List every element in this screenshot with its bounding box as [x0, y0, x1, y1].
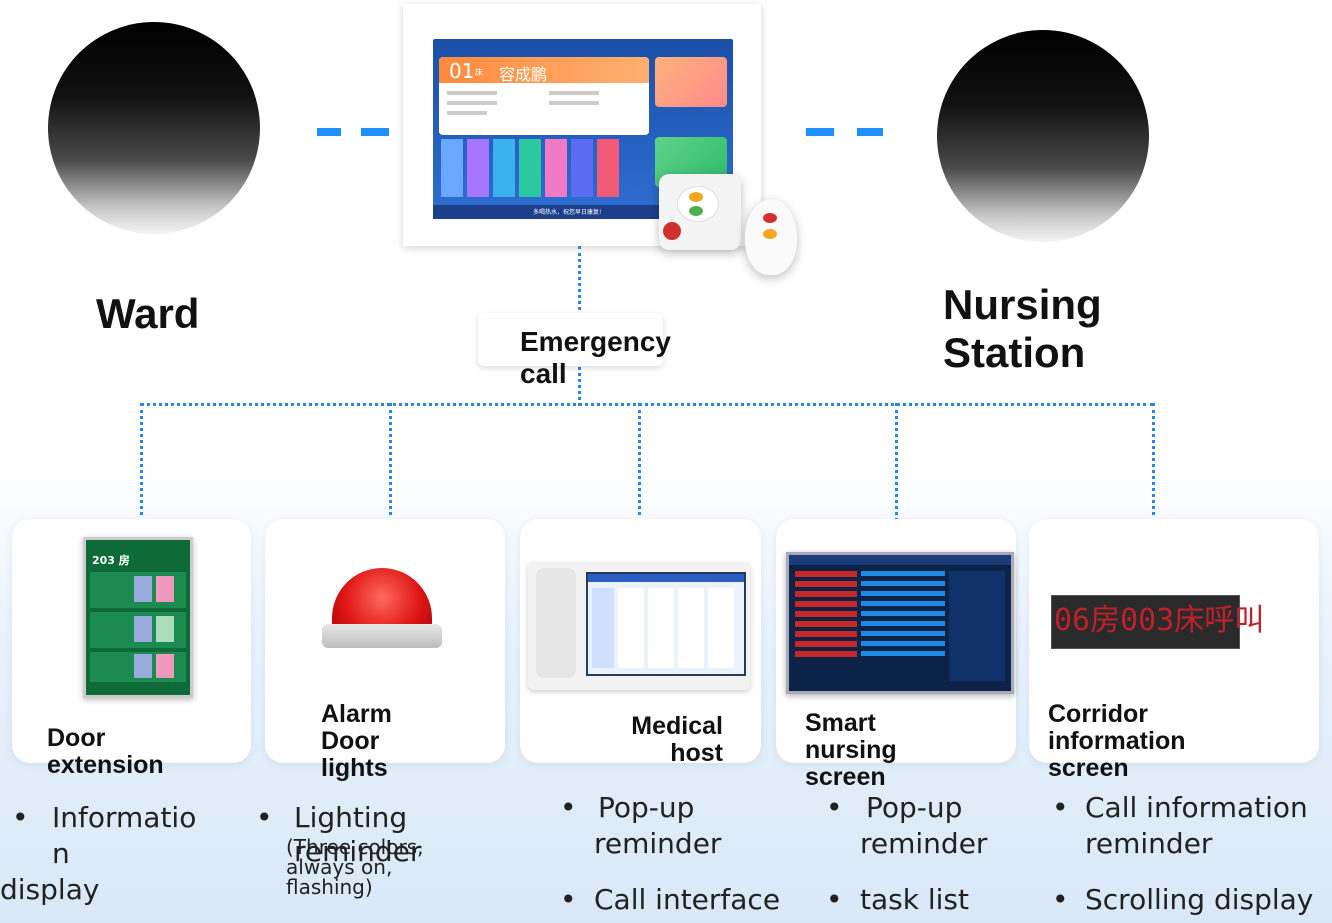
- bullet-dot-4: •: [826, 791, 843, 824]
- ward-dash-2: [361, 128, 389, 136]
- alarm-door-lights-label: Alarm Door lights: [321, 700, 392, 782]
- drop-3: [638, 403, 641, 515]
- col3-bullet-2: Call interface: [594, 883, 781, 916]
- bedside-terminal-image: 01 床 容成鹏 多喝热水，祝您早日康复!: [403, 4, 797, 275]
- corridor-screen-label: Corridor information screen: [1048, 700, 1186, 782]
- bullet-dot-4b: •: [826, 883, 843, 916]
- corridor-led-image: 06房003床呼叫: [1051, 595, 1264, 649]
- patient-name: 容成鹏: [499, 65, 548, 84]
- terminal-screen: 01 床 容成鹏 多喝热水，祝您早日康复!: [433, 39, 733, 219]
- connector-horizontal: [140, 403, 1154, 406]
- medical-host-label: Medical host: [631, 712, 723, 767]
- col4-bullet-1b: reminder: [860, 827, 988, 860]
- emergency-call-label: Emergency call: [520, 326, 671, 389]
- bullet-dot-1: •: [12, 801, 29, 834]
- door-extension-label: Door extension: [47, 724, 164, 779]
- ward-dash-1: [317, 128, 341, 136]
- room-number: 01: [449, 59, 475, 83]
- led-scroll-text: 06房003床呼叫: [1054, 603, 1265, 638]
- drop-4: [895, 403, 898, 521]
- ward-label: Ward: [96, 290, 200, 337]
- nursing-dash-2: [857, 128, 883, 136]
- col4-bullet-2: task list: [860, 883, 969, 916]
- bullet-dot-3b: •: [560, 883, 577, 916]
- bullet-dot-2: •: [256, 801, 273, 834]
- col5-bullet-2: Scrolling display: [1085, 883, 1314, 916]
- bullet-dot-3: •: [560, 791, 577, 824]
- col5-bullet-1a: Call information: [1085, 791, 1308, 824]
- nursing-dash-1: [806, 128, 834, 136]
- col5-bullet-1b: reminder: [1085, 827, 1213, 860]
- door-extension-image: 203 房: [83, 537, 193, 698]
- col1-bullet-1a: Informatio: [52, 801, 197, 834]
- smart-nursing-screen-image: [786, 552, 1014, 694]
- medical-host-image: [528, 562, 750, 690]
- smart-nursing-screen-label: Smart nursing screen: [805, 709, 897, 791]
- drop-5: [1152, 403, 1155, 515]
- bullet-dot-5b: •: [1052, 883, 1069, 916]
- ward-image: [48, 22, 260, 234]
- col1-bullet-1b: n: [52, 837, 70, 870]
- door-screen-title: 203 房: [92, 554, 130, 567]
- drop-1: [140, 403, 143, 515]
- patient-panel: 01 床 容成鹏: [439, 57, 649, 135]
- room-suffix: 床: [475, 68, 483, 77]
- terminal-bottom-text: 多喝热水，祝您早日康复!: [533, 209, 602, 216]
- handheld-caller: [745, 199, 797, 275]
- col3-bullet-1b: reminder: [594, 827, 722, 860]
- col4-bullet-1a: Pop-up: [866, 791, 963, 824]
- emergency-call-box: [478, 313, 663, 366]
- drop-2: [389, 403, 392, 515]
- call-button-device: [659, 174, 741, 250]
- nursing-station-image: [937, 30, 1149, 242]
- col1-bullet-1c: display: [0, 873, 100, 906]
- col3-bullet-1a: Pop-up: [598, 791, 695, 824]
- bullet-dot-5: •: [1052, 791, 1069, 824]
- col2-note: (Three colors, always on, flashing): [286, 835, 424, 899]
- col2-bullet-1: Lighting reminder: [294, 801, 422, 868]
- nursing-station-label: Nursing Station: [943, 281, 1102, 376]
- alarm-light-image: [322, 568, 442, 658]
